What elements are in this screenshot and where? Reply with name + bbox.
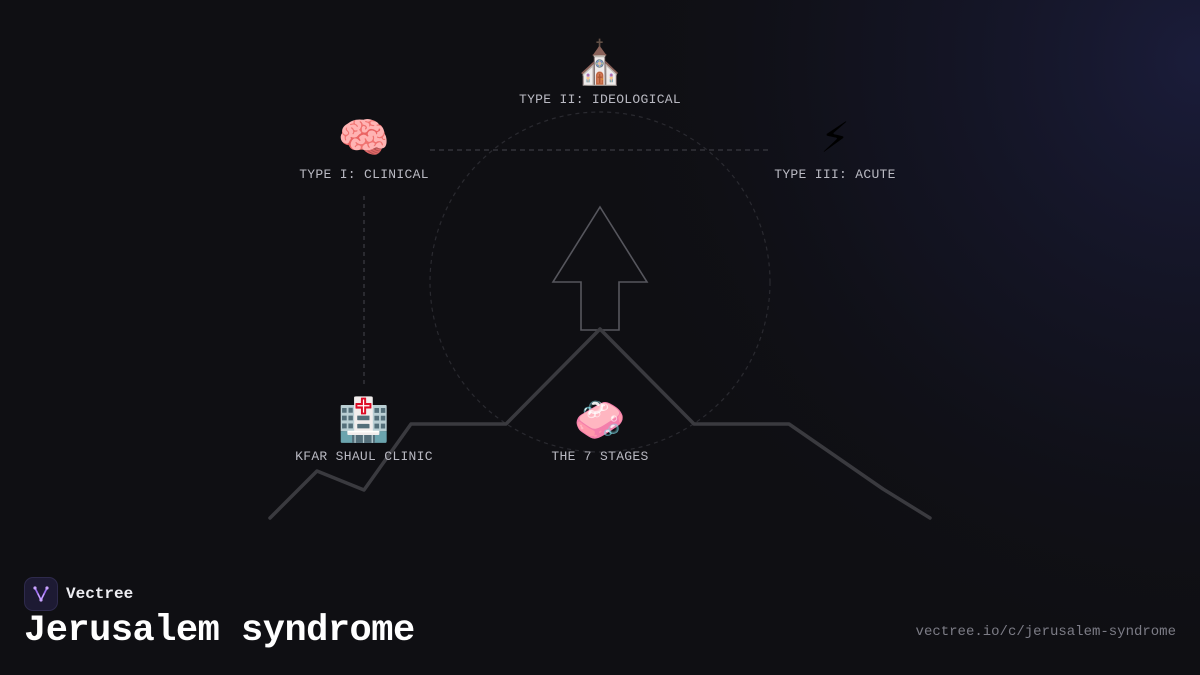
up-arrow bbox=[551, 205, 649, 331]
node-type-i-clinical[interactable]: 🧠 TYPE I: CLINICAL bbox=[244, 113, 484, 182]
central-circle bbox=[429, 111, 771, 453]
hospital-icon: 🏥 bbox=[337, 395, 391, 444]
terrain-line bbox=[268, 327, 932, 520]
node-kfar-shaul-clinic[interactable]: 🏥 KFAR SHAUL CLINIC bbox=[244, 395, 484, 464]
brand-name: Vectree bbox=[66, 585, 134, 603]
node-label: TYPE I: CLINICAL bbox=[299, 167, 429, 182]
node-label: TYPE III: ACUTE bbox=[774, 167, 896, 182]
page-title: Jerusalem syndrome bbox=[24, 610, 415, 652]
node-type-ii-ideological[interactable]: ⛪ TYPE II: IDEOLOGICAL bbox=[480, 38, 720, 107]
node-type-iii-acute[interactable]: ⚡ TYPE III: ACUTE bbox=[715, 113, 955, 182]
node-label: THE 7 STAGES bbox=[551, 449, 649, 464]
node-label: TYPE II: IDEOLOGICAL bbox=[518, 92, 682, 107]
node-label: KFAR SHAUL CLINIC bbox=[295, 449, 433, 464]
soap-icon: 🧼 bbox=[573, 395, 627, 444]
page-url[interactable]: vectree.io/c/jerusalem-syndrome bbox=[915, 624, 1176, 640]
brand[interactable]: Vectree bbox=[24, 577, 133, 611]
vectree-logo-icon bbox=[24, 577, 58, 611]
brain-icon: 🧠 bbox=[337, 113, 391, 162]
node-the-7-stages[interactable]: 🧼 THE 7 STAGES bbox=[480, 395, 720, 464]
lightning-icon: ⚡ bbox=[820, 113, 850, 162]
church-icon: ⛪ bbox=[573, 38, 627, 87]
